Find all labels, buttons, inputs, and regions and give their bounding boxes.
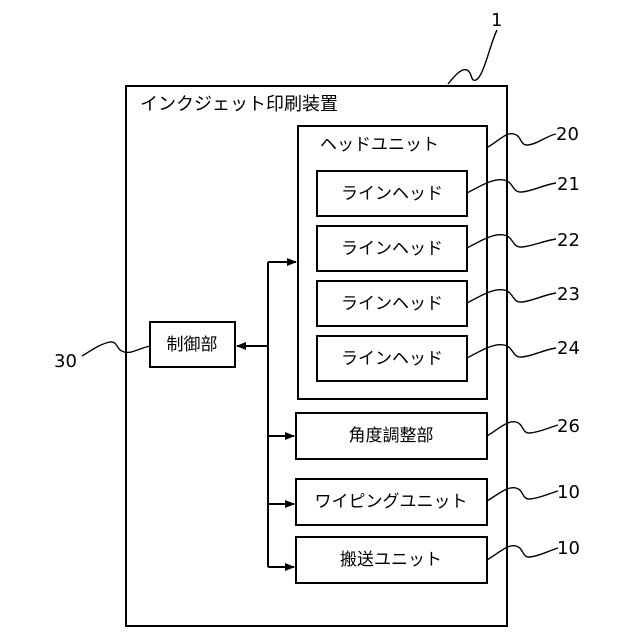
line-head-label-2: ラインヘッド — [341, 239, 443, 259]
device-ref: 1 — [491, 10, 502, 31]
line-head-label-3: ラインヘッド — [341, 294, 443, 314]
line-head-ref-4: 24 — [557, 338, 580, 359]
controller-label: 制御部 — [167, 335, 218, 355]
line-head-ref-3: 23 — [557, 284, 580, 305]
device-ref-leader — [448, 30, 497, 84]
line-head-ref-1: 21 — [557, 174, 580, 195]
head-unit-title: ヘッドユニット — [320, 135, 439, 155]
wiping-unit-label: ワイピングユニット — [315, 492, 468, 512]
line-head-ref-2: 22 — [557, 230, 580, 251]
wiping-unit-ref: 10 — [557, 482, 580, 503]
head-unit-ref: 20 — [556, 124, 579, 145]
angle-adjuster-label: 角度調整部 — [349, 426, 434, 446]
line-head-label-1: ラインヘッド — [341, 184, 443, 204]
transport-unit-label: 搬送ユニット — [340, 550, 442, 570]
controller-ref: 30 — [54, 351, 77, 372]
transport-unit-ref: 10 — [557, 538, 580, 559]
angle-adjuster-ref: 26 — [557, 416, 580, 437]
line-head-label-4: ラインヘッド — [341, 349, 443, 369]
device-title: インクジェット印刷装置 — [140, 94, 338, 115]
